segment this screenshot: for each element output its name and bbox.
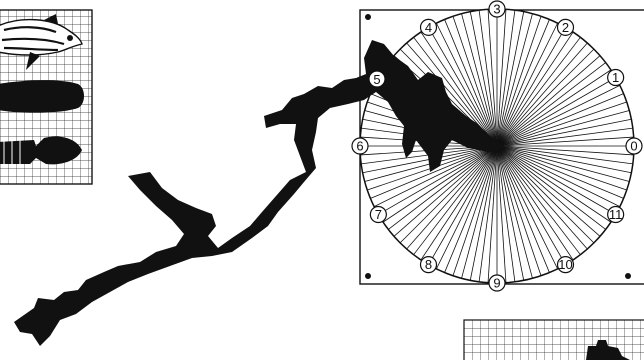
sausage-icon: [0, 80, 84, 113]
dial-label: 11: [609, 207, 623, 222]
dial-label: 5: [373, 72, 380, 87]
dial-label: 6: [356, 139, 363, 154]
corner-grid-panel: [464, 320, 644, 360]
dial-label: 4: [425, 20, 432, 35]
dial-label: 10: [558, 257, 572, 272]
dial-label: 0: [630, 139, 637, 154]
dial-label: 8: [425, 257, 432, 272]
dial-label: 9: [493, 276, 500, 291]
specimen-grid-panel: [0, 10, 92, 184]
dial-label: 1: [612, 70, 619, 85]
marker-5: 5: [369, 71, 385, 87]
dial-label: 2: [562, 20, 569, 35]
dial-label: 3: [493, 2, 500, 17]
dial-label: 7: [375, 207, 382, 222]
